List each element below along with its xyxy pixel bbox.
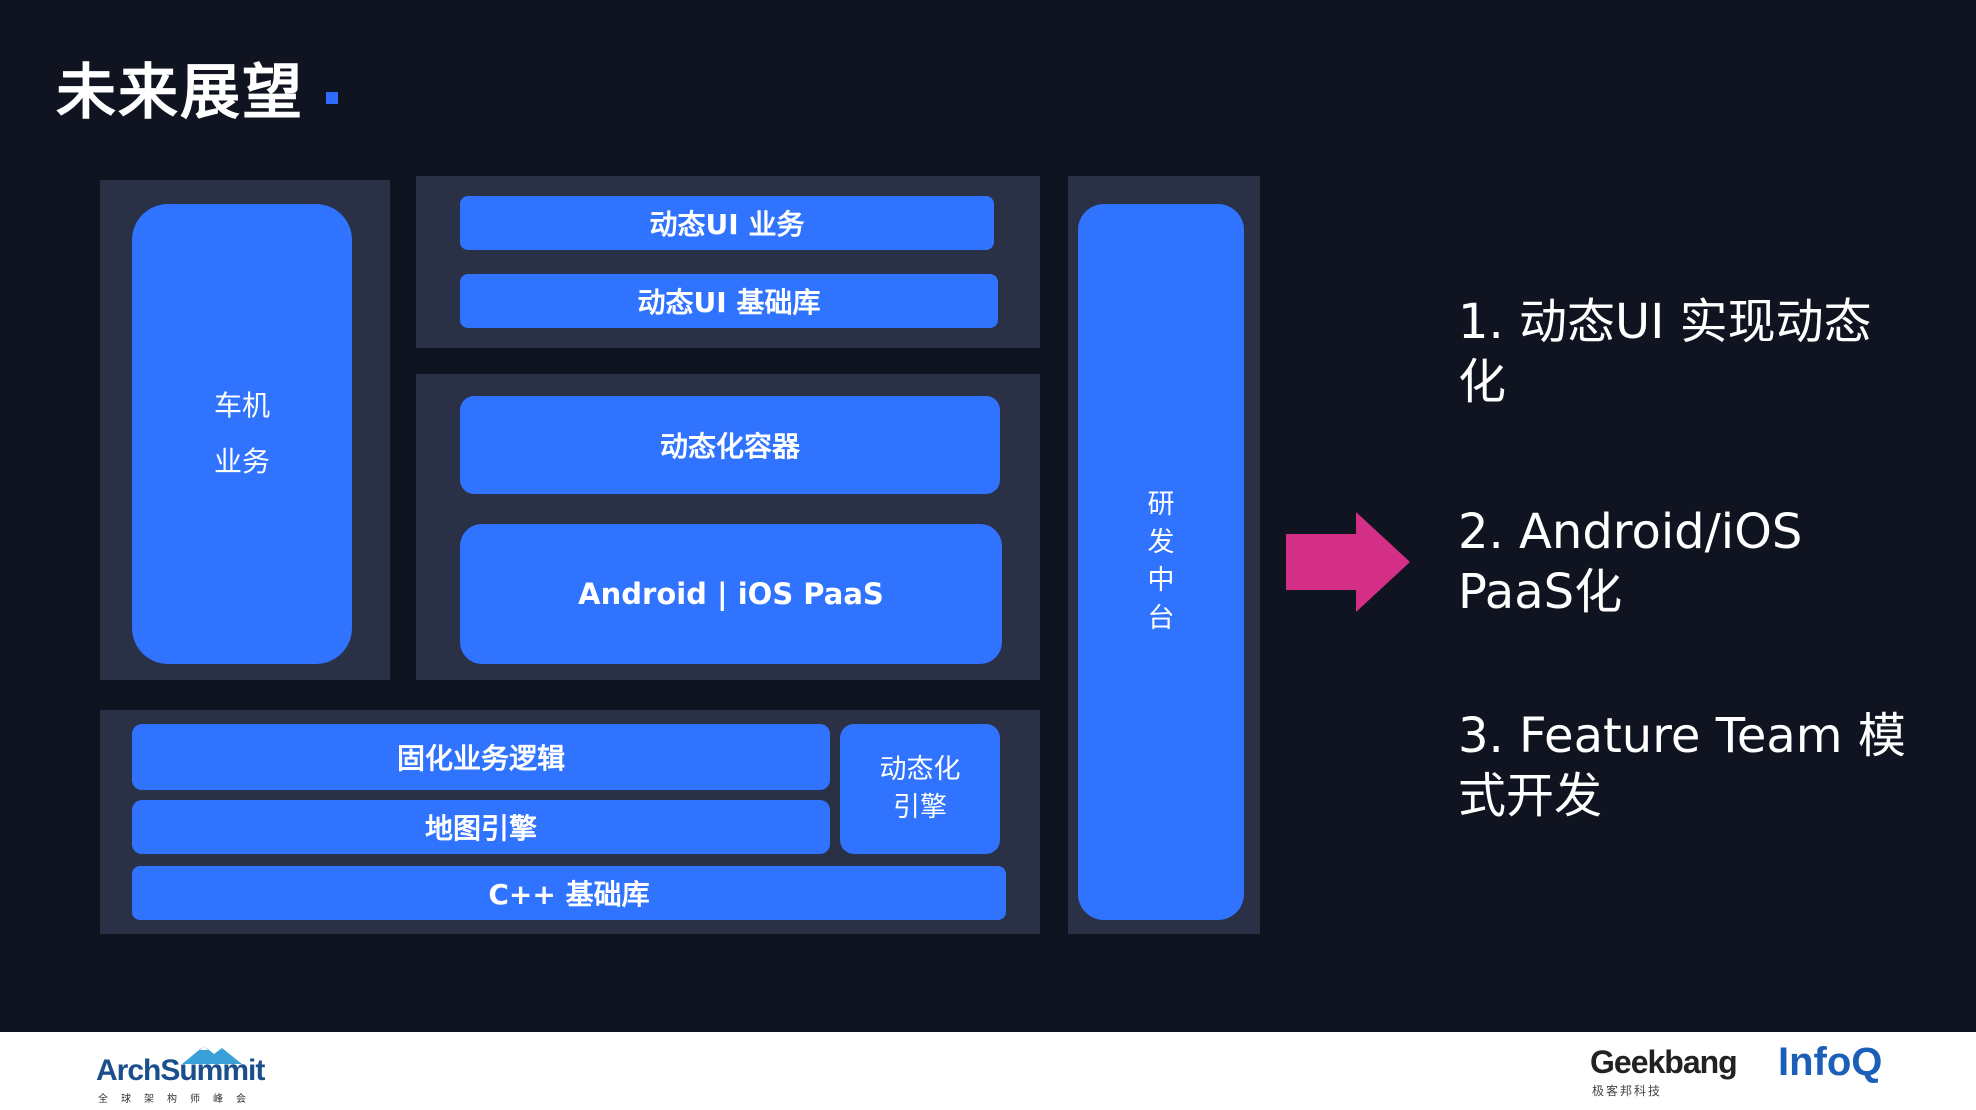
geekbang-text: Geekbang bbox=[1590, 1044, 1738, 1080]
right-arrow-icon bbox=[1286, 512, 1410, 612]
list-item-3-line1: 3. Feature Team 模 bbox=[1458, 708, 1906, 764]
mountain-icon bbox=[182, 1046, 242, 1064]
block-android-ios-paas: Android | iOS PaaS bbox=[460, 524, 1002, 664]
block-car-business: 车机 业务 bbox=[132, 204, 352, 664]
block-dynamic-container: 动态化容器 bbox=[460, 396, 1000, 494]
list-item-2-line1: 2. Android/iOS bbox=[1458, 504, 1803, 560]
title-accent-dot bbox=[326, 92, 338, 104]
footer bbox=[0, 1032, 1976, 1110]
block-dynamic-engine: 动态化 引擎 bbox=[840, 724, 1000, 854]
block-fixed-logic: 固化业务逻辑 bbox=[132, 724, 830, 790]
list-item-1-line2: 化 bbox=[1458, 354, 1507, 410]
block-map-engine: 地图引擎 bbox=[132, 800, 830, 854]
list-item-1-line1: 1. 动态UI 实现动态 bbox=[1458, 294, 1872, 350]
block-rd-platform: 研 发 中 台 bbox=[1078, 204, 1244, 920]
block-dynamic-ui-business: 动态UI 业务 bbox=[460, 196, 994, 250]
block-cpp-base: C++ 基础库 bbox=[132, 866, 1006, 920]
archsummit-subtitle: 全球架构师峰会 bbox=[98, 1094, 259, 1105]
infoq-logo: InfoQ bbox=[1778, 1040, 1883, 1084]
rd-platform-char4: 台 bbox=[1147, 603, 1175, 634]
geekbang-subtitle: 极客邦科技 bbox=[1592, 1084, 1663, 1098]
list-item-1: 1. 动态UI 实现动态 化 bbox=[1458, 292, 1918, 412]
list-item-2: 2. Android/iOS PaaS化 bbox=[1458, 502, 1918, 622]
car-business-line1: 车机 bbox=[213, 389, 270, 422]
block-dynamic-ui-base: 动态UI 基础库 bbox=[460, 274, 998, 328]
list-item-3-line2: 式开发 bbox=[1458, 768, 1603, 824]
slide-title: 未来展望 bbox=[56, 58, 304, 128]
rd-platform-char2: 发 bbox=[1147, 527, 1175, 558]
archsummit-logo: ArchSummit 全球架构师峰会 bbox=[96, 1046, 266, 1105]
list-item-2-line2: PaaS化 bbox=[1458, 564, 1623, 620]
archsummit-text: ArchSummit bbox=[96, 1054, 265, 1087]
dynamic-engine-line2: 引擎 bbox=[893, 792, 947, 823]
car-business-line2: 业务 bbox=[213, 445, 270, 478]
slide: 未来展望 车机 业务 动态UI 业务 动态UI 基础库 动态化容器 Androi… bbox=[56, 58, 1918, 934]
list-item-3: 3. Feature Team 模 式开发 bbox=[1458, 706, 1918, 826]
rd-platform-char3: 中 bbox=[1147, 565, 1175, 596]
rd-platform-char1: 研 bbox=[1147, 489, 1175, 520]
dynamic-engine-line1: 动态化 bbox=[879, 754, 961, 785]
geekbang-logo: Geekbang 极客邦科技 bbox=[1590, 1044, 1760, 1098]
